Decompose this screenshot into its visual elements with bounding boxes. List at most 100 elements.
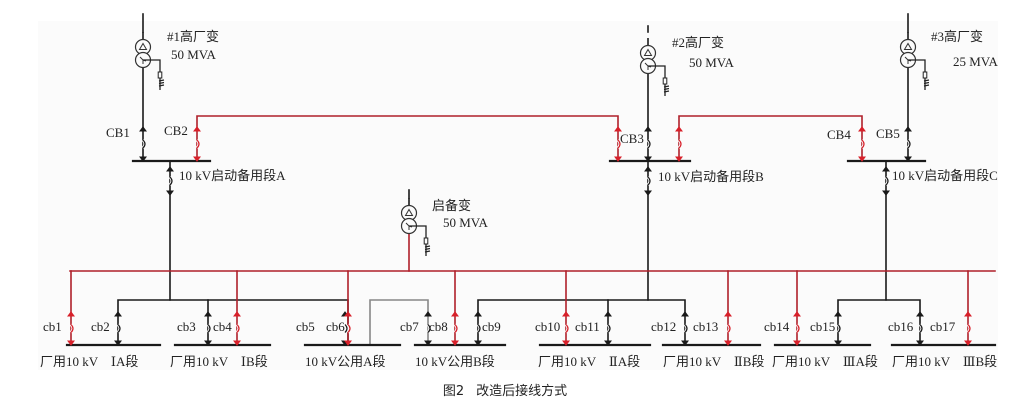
breaker-label-cb1: cb1	[43, 319, 62, 334]
breaker-CB4	[858, 126, 866, 162]
breaker-CB3-tie	[614, 126, 622, 162]
breaker-arrow-down-icon	[614, 156, 622, 162]
breaker-cb1	[67, 311, 75, 346]
breaker-switch-icon	[967, 324, 971, 333]
breaker-switch-icon	[347, 324, 351, 333]
breaker-arrow-up-icon	[139, 126, 147, 132]
breaker-arrow-up-icon	[614, 126, 622, 132]
breaker-label-cb3: cb3	[177, 319, 196, 334]
breaker-label-CB4: CB4	[827, 127, 851, 142]
breaker-arrow-down-icon	[193, 156, 201, 162]
breaker-switch-icon	[796, 324, 800, 333]
delta-icon	[138, 42, 148, 50]
wiring-diagram: #1高厂变 50 MVA #2高厂变 50 MVA #3高厂变 25 MVA 启…	[40, 13, 999, 369]
breaker-switch-icon	[678, 139, 682, 149]
breaker-switch-icon	[117, 324, 121, 333]
ground-icon	[424, 245, 431, 248]
breaker-switch-icon	[907, 139, 911, 149]
ground-lead	[143, 59, 161, 72]
transformer-3-icon	[899, 32, 930, 90]
ground-icon	[158, 84, 165, 87]
breaker-busA-out	[166, 166, 174, 196]
transformer-3-name: #3高厂变	[931, 29, 983, 44]
breaker-CB3	[644, 126, 652, 162]
distribution-A	[117, 299, 348, 345]
breaker-label-cb16: cb16	[888, 319, 914, 334]
standby-bus-label-B: 10 kV启动备用段B	[658, 169, 764, 184]
transformer-2-name: #2高厂变	[672, 35, 724, 50]
breaker-arrow-down-icon	[834, 340, 842, 346]
ground-icon	[424, 247, 431, 251]
breaker-arrow-up-icon	[904, 126, 912, 132]
breaker-arrow-down-icon	[858, 156, 866, 162]
breaker-cb14	[793, 311, 801, 346]
transformer-1-icon	[134, 32, 165, 90]
ground-icon	[663, 90, 670, 93]
breaker-arrow-up-icon	[344, 311, 352, 317]
breaker-cb9	[474, 311, 482, 346]
breaker-switch-icon	[607, 324, 611, 333]
standby-bus-label-C: 10 kV启动备用段C	[892, 168, 998, 183]
breaker-arrow-down-icon	[604, 340, 612, 346]
breaker-switch-icon	[344, 324, 348, 333]
bus-label-2B: 厂用10 kV ⅡB段	[663, 354, 764, 369]
bus-label-3A: 厂用10 kV ⅢA段	[772, 354, 878, 369]
breaker-cb13	[724, 311, 732, 346]
standby-transformer-name: 启备变	[432, 198, 471, 213]
ground-resistor-icon	[157, 71, 163, 79]
symbols	[67, 32, 972, 346]
tie-line-BC	[678, 115, 863, 161]
breaker-arrow-up-icon	[562, 311, 570, 317]
breaker-arrow-up-icon	[724, 311, 732, 317]
bus-label-public-B: 10 kV公用B段	[415, 354, 495, 369]
ground-icon	[158, 81, 165, 85]
breaker-busC-out	[882, 166, 890, 196]
breaker-arrow-down-icon	[916, 340, 924, 346]
ground-lead	[908, 59, 926, 72]
breaker-arrow-down-icon	[424, 340, 432, 346]
breaker-arrow-down-icon	[344, 340, 352, 346]
breaker-arrow-up-icon	[675, 126, 683, 132]
transformer-1-rating: 50 MVA	[171, 47, 217, 62]
breaker-arrow-up-icon	[793, 311, 801, 317]
breaker-switch-icon	[885, 176, 889, 186]
breaker-arrow-up-icon	[916, 311, 924, 317]
breaker-arrow-down-icon	[451, 340, 459, 346]
ground-icon	[663, 87, 670, 91]
breaker-label-cb5: cb5	[296, 319, 315, 334]
figure-number: 图2	[442, 384, 465, 399]
wires	[65, 13, 997, 347]
breaker-cb8	[451, 311, 459, 346]
breaker-switch-icon	[454, 324, 458, 333]
breaker-label-cb9: cb9	[482, 319, 501, 334]
breaker-switch-icon	[565, 324, 569, 333]
breaker-arrow-up-icon	[114, 311, 122, 317]
breaker-label-cb2: cb2	[91, 319, 110, 334]
breaker-CB5	[904, 126, 912, 162]
breaker-arrow-down-icon	[474, 340, 482, 346]
breaker-arrow-up-icon	[67, 311, 75, 317]
ground-icon	[663, 85, 670, 88]
ground-resistor-icon	[662, 77, 668, 85]
ground-lead	[409, 225, 427, 238]
breaker-arrow-down-icon	[644, 156, 652, 162]
breaker-cb7	[424, 311, 432, 346]
breaker-cb16	[916, 311, 924, 346]
breaker-switch-icon	[727, 324, 731, 333]
breaker-arrow-down-icon	[644, 190, 652, 196]
breaker-arrow-down-icon	[964, 340, 972, 346]
tie-line-AB	[196, 115, 619, 161]
bus-label-1B: 厂用10 kV ⅠB段	[170, 354, 268, 369]
breaker-arrow-down-icon	[166, 190, 174, 196]
ground-icon	[424, 250, 431, 253]
breaker-arrow-up-icon	[644, 166, 652, 172]
ground-icon	[923, 84, 930, 87]
distribution-B	[477, 299, 686, 345]
breaker-cb15	[834, 311, 842, 346]
breaker-switch-icon	[207, 324, 211, 333]
breaker-label-cb8: cb8	[429, 319, 448, 334]
delta-icon	[903, 42, 913, 50]
breaker-label-CB2: CB2	[164, 123, 188, 138]
breaker-CB1	[139, 126, 147, 162]
breaker-label-CB5: CB5	[876, 126, 900, 141]
